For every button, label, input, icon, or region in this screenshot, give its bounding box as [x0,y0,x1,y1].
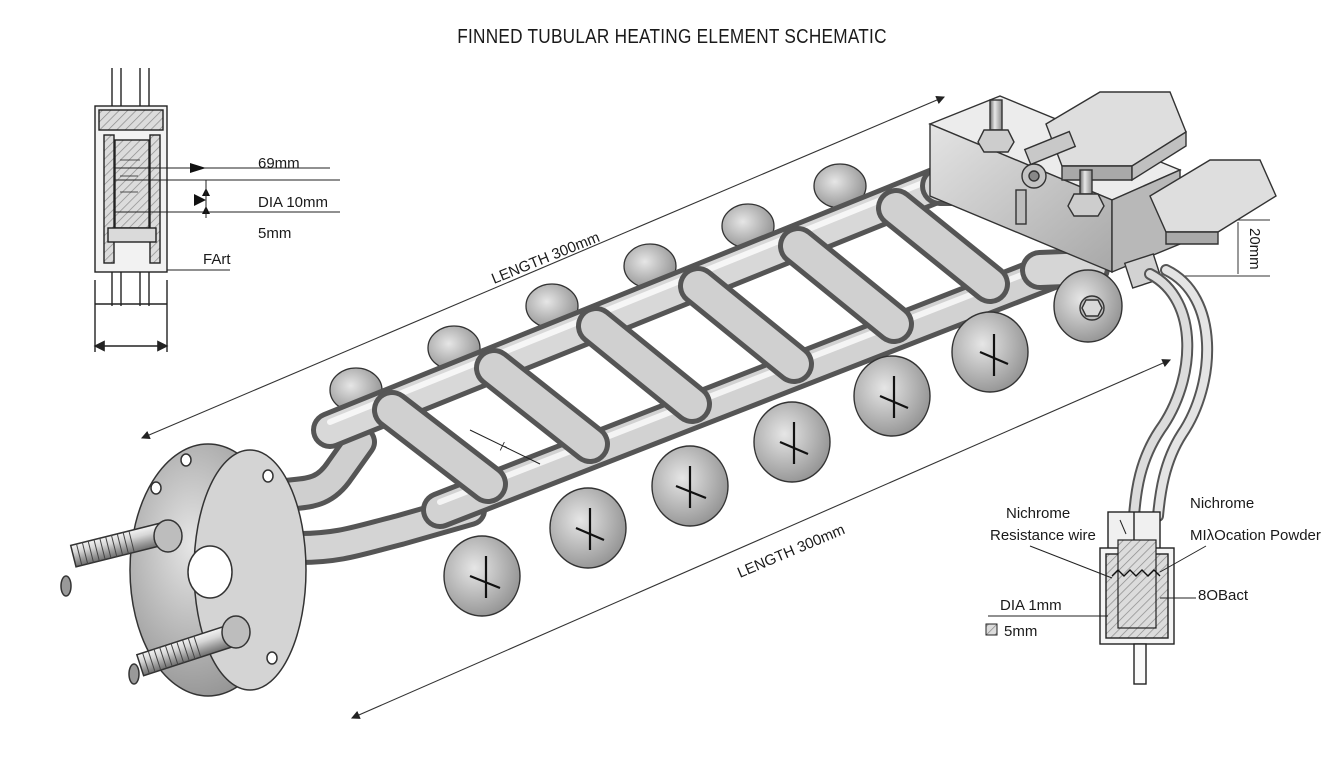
length-dimension-top [140,95,946,440]
fin-spacing-line [469,429,541,465]
hatched-square-icon [985,623,998,636]
detail-dim-5mm: 5mm [258,225,291,242]
fin-front-4 [753,401,831,483]
fin-front-2 [549,487,627,569]
detail-cross-section-bottom-right [988,511,1207,685]
detail-dim-dia: DIA 10mm [258,194,328,211]
diagram-title: FINNED TUBULAR HEATING ELEMENT SCHEMATIC [457,26,887,48]
wire-label-line2: Resistance wire [990,527,1096,544]
wire-label-line1: Nichrome [1006,505,1070,522]
length-dimension-bottom [350,359,1172,719]
right-label: 8OBact [1198,587,1249,604]
fin-front-1 [443,535,521,617]
detail-part-label: FArt [203,251,231,268]
fin-front-3 [651,445,729,527]
height-label: 20mm [1246,228,1263,270]
fin-spacing-marker: |~ [499,441,512,455]
detail-dim-69mm: 69mm [258,155,300,172]
fin-front-7 [1053,269,1123,343]
dia-label: DIA 1mm [1000,597,1062,614]
lead-wires [1128,264,1214,522]
powder-label-line1: Nichrome [1190,495,1254,512]
powder-label-line2: MIλOcation Powder [1190,527,1321,544]
fin-front-6 [951,311,1029,393]
length-label-top: LENGTH 300mm [489,229,602,288]
fins-front-row [443,269,1123,617]
thickness-label: 5mm [1004,623,1037,640]
mounting-flange [60,443,307,697]
terminal-block [928,91,1277,289]
fin-front-5 [853,355,931,437]
heating-tube-assembly [253,161,1110,565]
length-label-bottom: LENGTH 300mm [735,521,848,582]
